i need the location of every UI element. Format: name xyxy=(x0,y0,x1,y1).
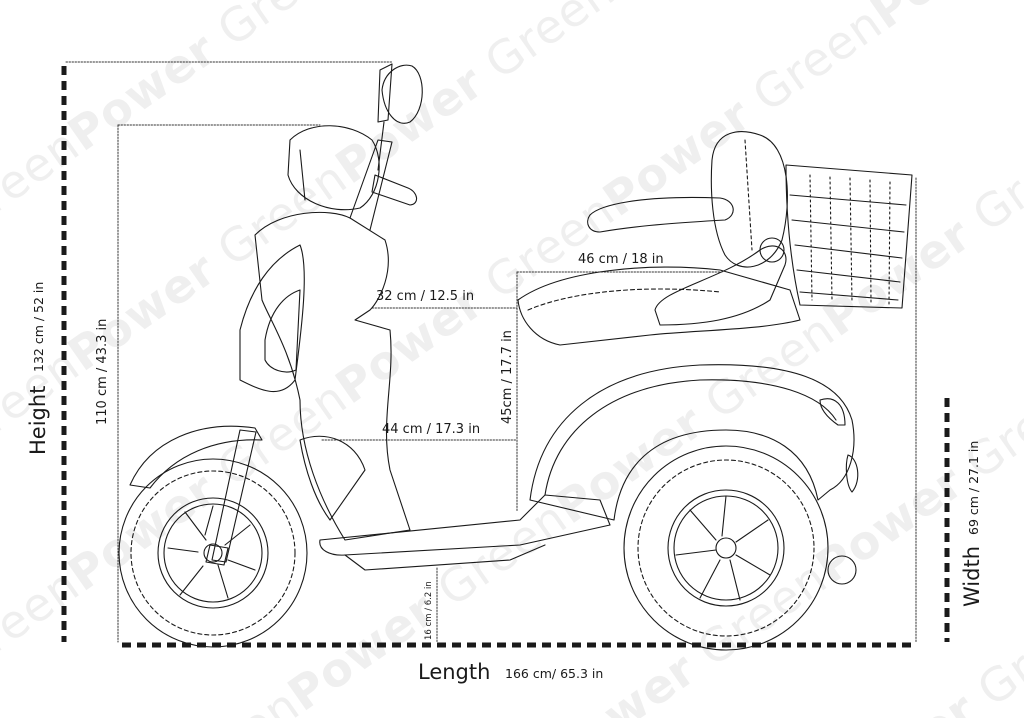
front-fork xyxy=(205,429,257,566)
front-wheel xyxy=(118,458,308,648)
seat-cushion xyxy=(517,266,801,346)
handlebar-grip xyxy=(371,174,418,206)
height-title: Height xyxy=(26,385,50,455)
mirror xyxy=(381,64,423,124)
floor-to-column-value: 44 cm / 17.3 in xyxy=(382,422,481,437)
armrest xyxy=(587,196,734,233)
dimension-lines xyxy=(61,66,950,648)
anti-tip-wheel xyxy=(827,555,857,585)
width-value: 69 cm / 27.1 in xyxy=(966,440,981,535)
front-fender xyxy=(129,425,263,489)
rear-body xyxy=(529,364,855,521)
seat-height-value: 45cm / 17.7 in xyxy=(500,330,515,424)
rear-wheel xyxy=(623,445,829,651)
seat-back xyxy=(710,131,788,268)
length-title: Length xyxy=(418,660,491,684)
height-value: 132 cm / 52 in xyxy=(31,281,46,372)
width-title: Width xyxy=(960,545,984,607)
armrest-pivot xyxy=(759,237,785,263)
seat-depth-value: 46 cm / 18 in xyxy=(578,252,664,267)
steering-column xyxy=(349,139,393,231)
rear-basket xyxy=(785,164,913,309)
extension-lines xyxy=(65,61,917,643)
front-body xyxy=(254,211,411,541)
seat-to-column-value: 32 cm / 12.5 in xyxy=(376,289,475,304)
handlebar-height-value: 110 cm / 43.3 in xyxy=(95,318,110,425)
floorboard xyxy=(319,494,611,556)
ground-clearance-value: 16 cm / 6.2 in xyxy=(424,581,434,640)
headlight-cowl xyxy=(287,125,380,211)
length-value: 166 cm/ 65.3 in xyxy=(505,666,604,681)
